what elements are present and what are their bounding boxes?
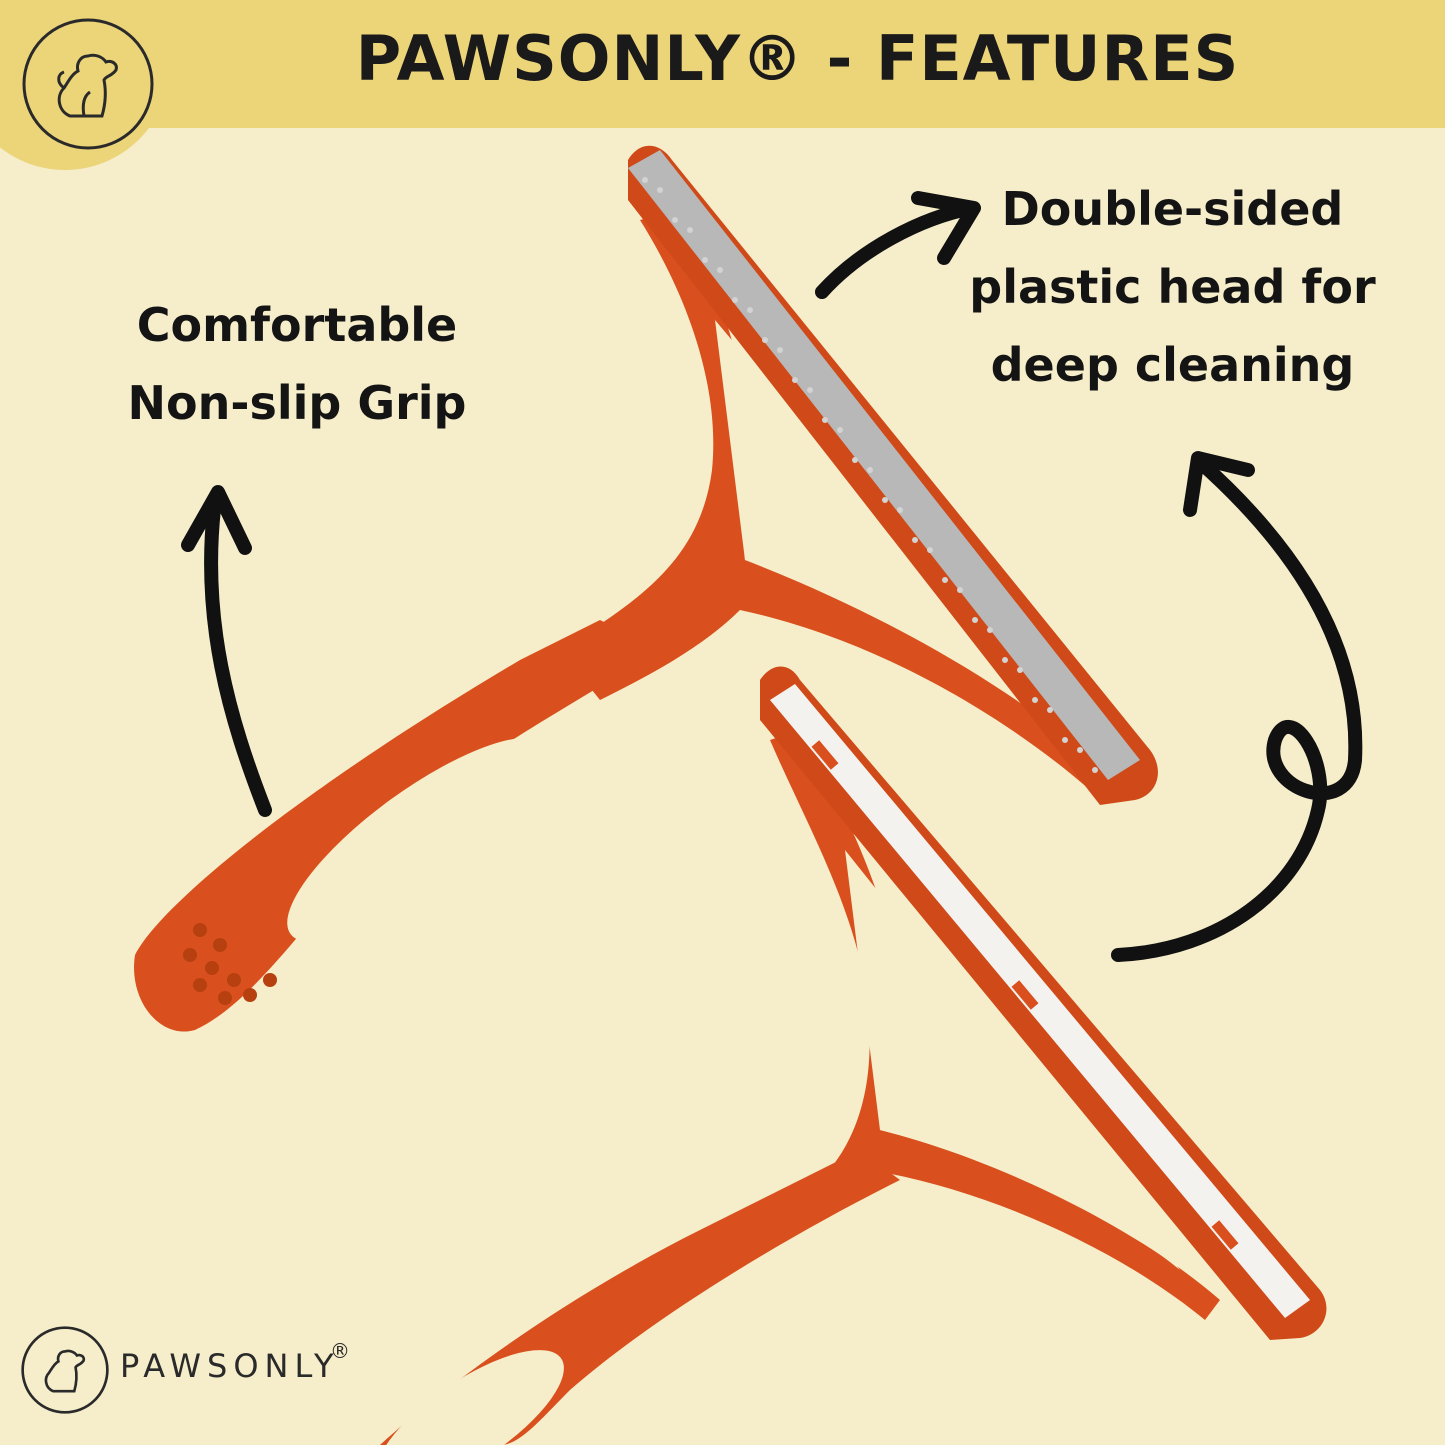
feature-grip-line-1: Comfortable (136, 298, 458, 352)
lower-lint-tool (376, 666, 1327, 1445)
brand-name: PAWSONLY (120, 1347, 340, 1385)
arrow-up-right-icon (815, 191, 981, 299)
dog-cat-logo-icon (22, 18, 154, 150)
feature-head-line-3: deep cleaning (990, 338, 1355, 392)
feature-grip-line-2: Non-slip Grip (127, 376, 467, 430)
feature-head-line-2: plastic head for (969, 260, 1376, 314)
feature-head-line-1: Double-sided (1001, 182, 1344, 236)
header-banner: PAWSONLY® - FEATURES (0, 0, 1445, 128)
dog-cat-logo-small-icon (21, 1326, 109, 1414)
feature-grip-text: Comfortable Non-slip Grip (112, 286, 482, 442)
page-title: PAWSONLY® - FEATURES (355, 22, 1240, 95)
arrow-up-icon (181, 485, 272, 817)
feature-head-text: Double-sided plastic head for deep clean… (950, 170, 1395, 404)
curly-arrow-up-icon (1111, 451, 1363, 962)
brand-footer: PAWSONLY ® (20, 1325, 380, 1415)
registered-mark: ® (330, 1339, 350, 1363)
upper-lint-tool (134, 145, 1158, 1032)
